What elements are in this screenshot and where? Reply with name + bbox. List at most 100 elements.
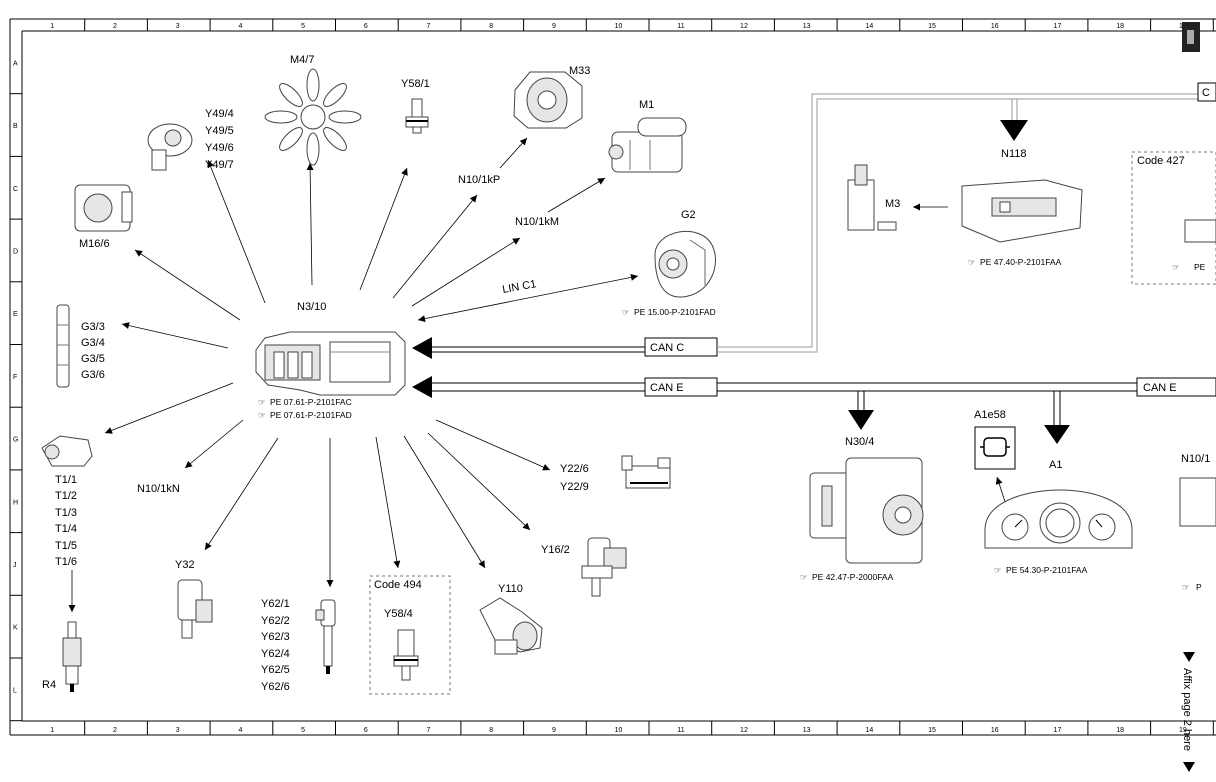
y62-2-label: Y62/2 <box>261 615 290 627</box>
grid-column-label: 17 <box>1054 727 1062 734</box>
y32-label: Y32 <box>175 559 195 571</box>
grid-column-label: 8 <box>489 23 493 30</box>
y62-4-label: Y62/4 <box>261 648 290 660</box>
grid-column-label: 4 <box>238 23 242 30</box>
g2-ref-icon: ☞ <box>622 307 630 317</box>
grid-column-label: 2 <box>113 23 117 30</box>
grid-column-label: 11 <box>677 727 684 734</box>
grid-column-label: 14 <box>865 23 873 30</box>
code-494-group: Code 494 Y58/4 <box>369 575 451 695</box>
grid-column-label: 14 <box>865 727 873 734</box>
ecu-label: N3/10 <box>297 301 326 313</box>
affix-note-text: Affix page 2 here <box>1181 668 1193 751</box>
g2-ref: PE 15.00-P-2101FAD <box>634 307 716 317</box>
m3-label: M3 <box>885 198 900 210</box>
grid-column-label: 10 <box>615 23 623 30</box>
can-e-right-label: CAN E <box>1143 382 1177 394</box>
starter-m1: M1 <box>608 99 687 173</box>
can-e-right-label-box <box>1136 377 1216 397</box>
grid-column-label: 9 <box>552 23 556 30</box>
y62-1-label: Y62/1 <box>261 598 290 610</box>
y22-9-label: Y22/9 <box>560 481 589 493</box>
y16-2-label: Y16/2 <box>541 544 570 556</box>
n30-4-ref: PE 42.47-P-2000FAA <box>812 572 894 582</box>
g3-6-label: G3/6 <box>81 369 105 381</box>
t1-4-label: T1/4 <box>55 523 77 535</box>
n30-4-ref-icon: ☞ <box>800 572 808 582</box>
r4-label: R4 <box>42 679 56 691</box>
g3-4-label: G3/4 <box>81 337 105 349</box>
y58-1-label: Y58/1 <box>401 78 430 90</box>
grid-row-label: C <box>13 186 18 193</box>
a1-bus-arrow <box>1044 425 1070 444</box>
grid-column-label: 5 <box>301 727 305 734</box>
grid-column-label: 17 <box>1054 23 1062 30</box>
pump-m33: M33 <box>513 65 590 129</box>
grid-column-label: 3 <box>176 23 180 30</box>
can-e-label-box <box>644 377 718 397</box>
affix-note: Affix page 2 here <box>1181 652 1195 772</box>
grid-column-label: 6 <box>364 727 368 734</box>
can-c-label: CAN C <box>650 342 684 354</box>
grid-row-label: G <box>13 437 18 444</box>
affix-arrow-top-icon <box>1183 652 1195 662</box>
grid-column-label: 15 <box>928 23 936 30</box>
code-427-ref: PE <box>1194 262 1206 272</box>
grid-row-label: E <box>13 311 18 318</box>
grid-column-label: 4 <box>238 727 242 734</box>
y49-7-label: Y49/7 <box>205 159 234 171</box>
grid-row-label: F <box>13 374 17 381</box>
n10-1kn-label: N10/1kN <box>137 483 180 495</box>
top-right-label-box <box>1197 82 1216 102</box>
a1-ref: PE 54.30-P-2101FAA <box>1006 565 1088 575</box>
valve-y16-2: Y16/2 <box>541 537 627 597</box>
module-n10-1-partial: N10/1 ☞ P <box>1179 453 1216 592</box>
a1-label: A1 <box>1049 459 1062 471</box>
t1-5-label: T1/5 <box>55 540 77 552</box>
y62-3-label: Y62/3 <box>261 631 290 643</box>
drawing-frame: 1122334455667788991010111112121313141415… <box>9 18 1216 736</box>
y62-5-label: Y62/5 <box>261 664 290 676</box>
grid-column-label: 16 <box>991 727 999 734</box>
valve-y22: Y22/6 Y22/9 <box>560 455 671 493</box>
right-ref: P <box>1196 582 1202 592</box>
grid-column-label: 13 <box>803 23 811 30</box>
n30-4-label: N30/4 <box>845 436 874 448</box>
alternator-g2: G2 ☞ PE 15.00-P-2101FAD <box>622 209 716 317</box>
can-e-bus: CAN E CAN E <box>412 376 1216 444</box>
y58-4-label: Y58/4 <box>384 608 413 620</box>
grid-column-label: 6 <box>364 23 368 30</box>
n10-1km-label: N10/1kM <box>515 216 559 228</box>
n30-4-bus-arrow <box>848 410 874 430</box>
grid-column-label: 12 <box>740 23 748 30</box>
spark-plug-r4: R4 <box>42 621 82 692</box>
n118-ref-icon: ☞ <box>968 257 976 267</box>
grid-column-label: 8 <box>489 727 493 734</box>
corner-tab-inner <box>1187 30 1194 44</box>
can-c-bus: CAN C C <box>412 82 1216 359</box>
lin-c1-label: LIN C1 <box>501 278 537 296</box>
grid-row-label: A <box>13 60 18 67</box>
y49-5-label: Y49/5 <box>205 125 234 137</box>
actuator-y49: Y49/4 Y49/5 Y49/6 Y49/7 <box>147 108 234 171</box>
ref-icon-1: ☞ <box>258 397 266 407</box>
grid-column-label: 7 <box>427 23 431 30</box>
grid-column-label: 15 <box>928 727 936 734</box>
y62-6-label: Y62/6 <box>261 681 290 693</box>
grid-row-label: K <box>13 625 18 632</box>
valve-y32: Y32 <box>175 559 213 639</box>
y49-4-label: Y49/4 <box>205 108 234 120</box>
grid-row-label: D <box>13 248 18 255</box>
y22-6-label: Y22/6 <box>560 463 589 475</box>
m33-label: M33 <box>569 65 590 77</box>
y110-label: Y110 <box>498 583 523 595</box>
ecu-ref-2: PE 07.61-P-2101FAD <box>270 410 352 420</box>
module-n118: N118 ☞ PE 47.40-P-2101FAA <box>961 148 1083 267</box>
ignition-coil-t1: T1/1 T1/2 T1/3 T1/4 T1/5 T1/6 <box>41 435 93 568</box>
connection-arrows <box>68 137 1021 612</box>
ref-icon-2: ☞ <box>258 410 266 420</box>
grid-row-label: J <box>13 562 17 569</box>
grid-column-label: 16 <box>991 23 999 30</box>
ecu-ref-1: PE 07.61-P-2101FAC <box>270 397 352 407</box>
